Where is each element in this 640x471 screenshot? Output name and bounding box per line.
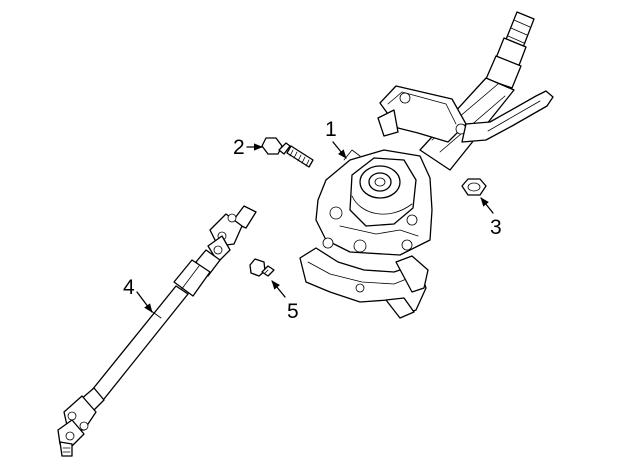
callout-label-3: 3 <box>490 216 502 239</box>
callout-3: 3 <box>480 197 502 239</box>
callout-label-4: 4 <box>123 276 135 299</box>
callout-5: 5 <box>271 280 299 323</box>
callout-4: 4 <box>123 276 153 313</box>
steering-column-assembly <box>299 11 554 319</box>
bolt-part-5 <box>249 258 275 277</box>
callout-2: 2 <box>233 136 263 159</box>
nut-part-3 <box>461 178 487 196</box>
callout-label-1: 1 <box>325 118 337 141</box>
callout-label-5: 5 <box>287 300 299 323</box>
callout-1: 1 <box>325 118 347 159</box>
callout-label-2: 2 <box>233 136 245 159</box>
intermediate-shaft-part-4 <box>57 205 257 457</box>
bolt-part-2 <box>261 137 314 168</box>
